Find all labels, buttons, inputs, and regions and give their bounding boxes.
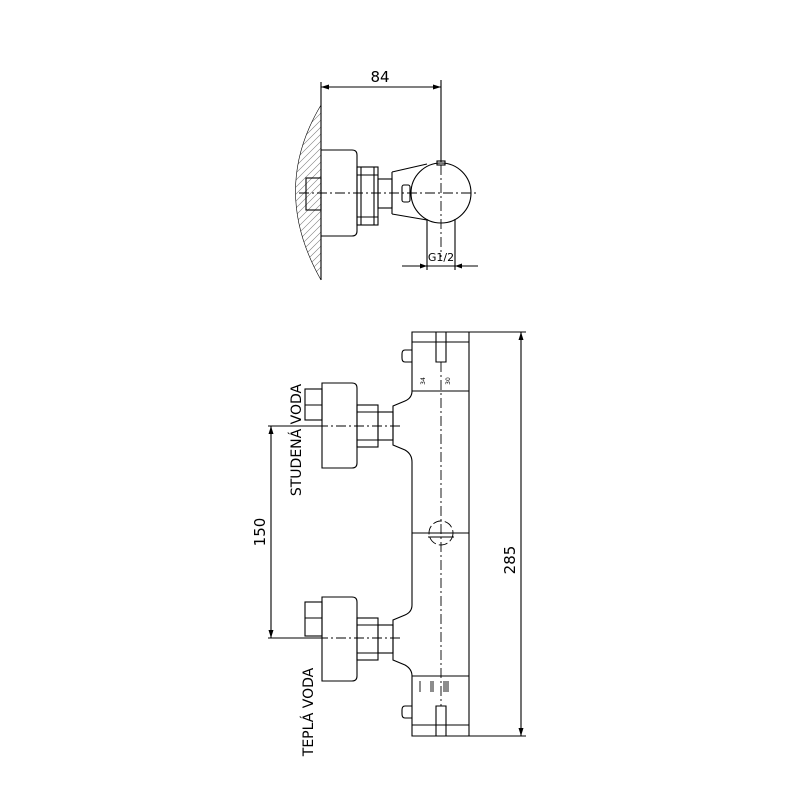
hatch-line — [295, 220, 321, 277]
hatch-line — [295, 157, 321, 214]
dimension-150-label: 150 — [251, 518, 269, 547]
hatch-line — [295, 178, 321, 235]
hatch-line — [295, 199, 321, 256]
hot-water-label: TEPLÁ VODA — [300, 667, 317, 757]
top-cap-slot — [435, 332, 447, 363]
hatch-line — [270, 39, 325, 94]
hatch-line — [295, 105, 321, 109]
bottom-cap-slot — [435, 705, 447, 736]
hatch-line — [295, 234, 321, 280]
hatch-line — [295, 255, 321, 280]
hatch-line — [295, 105, 321, 144]
dimension-84-label: 84 — [370, 68, 389, 86]
pipe — [377, 178, 393, 209]
wall-stub — [305, 177, 322, 211]
mixer-body — [392, 331, 470, 737]
hatch-line — [295, 262, 321, 280]
dimension-285-label: 285 — [501, 546, 519, 575]
hatch-line — [270, 25, 325, 80]
wall-outline — [295, 104, 322, 281]
hatch-line — [295, 248, 321, 280]
hatch-line — [295, 185, 321, 242]
hatch-line — [295, 105, 321, 130]
hatch-line — [295, 150, 321, 207]
hatch-line — [295, 192, 321, 249]
nut — [356, 166, 379, 226]
front-view: 34 30 150 — [251, 331, 526, 757]
hatch-line — [295, 105, 321, 158]
hatch-line — [295, 129, 321, 186]
hatch-line — [295, 227, 321, 280]
hatch-line — [295, 213, 321, 270]
diverter-symbol — [428, 520, 454, 546]
temperature-marks — [419, 681, 449, 692]
hatch-line — [270, 46, 325, 101]
top-end-knob — [401, 349, 412, 363]
hot-inlet — [300, 596, 402, 682]
hatch-line — [295, 115, 321, 172]
hatch-line — [295, 171, 321, 228]
bottom-end-knob — [401, 705, 412, 719]
wall-hatch — [270, 25, 325, 280]
side-view: 84 G1/2 — [270, 25, 478, 281]
hatch-line — [295, 105, 321, 151]
hatch-line — [295, 105, 321, 116]
scale-mark-30: 30 — [445, 377, 452, 385]
thread-label: G1/2 — [428, 251, 454, 264]
small-knob — [401, 184, 411, 203]
hatch-line — [295, 108, 321, 165]
hatch-line — [295, 136, 321, 193]
hatch-line — [270, 32, 325, 87]
hatch-line — [295, 143, 321, 200]
outlet — [426, 219, 456, 257]
scale-mark-34: 34 — [420, 377, 427, 385]
hatch-line — [295, 241, 321, 280]
cold-water-label: STUDENÁ VODA — [288, 383, 305, 496]
hatch-line — [295, 164, 321, 221]
cold-inlet — [300, 382, 402, 469]
hatch-line — [295, 105, 321, 123]
hatch-line — [295, 105, 321, 137]
hatch-line — [295, 122, 321, 179]
